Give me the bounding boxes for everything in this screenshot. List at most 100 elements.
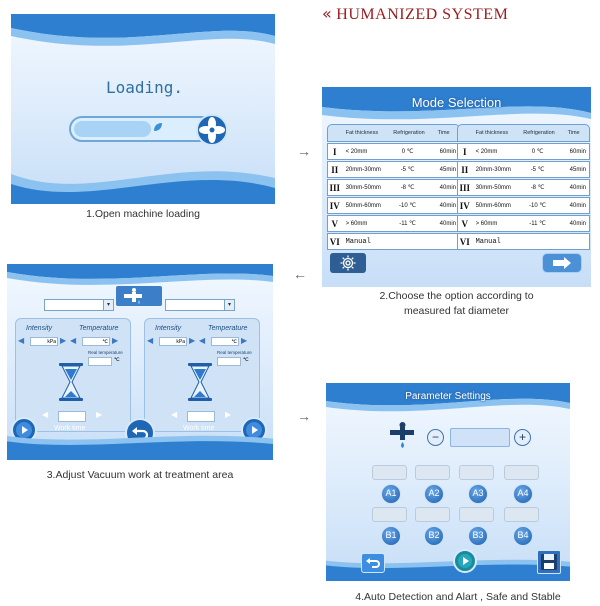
chevron-icon: « (322, 4, 333, 23)
header-time: Time (437, 130, 450, 136)
table-header: Fat thickness Refrigeration Time (327, 124, 460, 142)
refrigeration: -5 ℃ (400, 167, 415, 173)
time: 40min (439, 184, 456, 191)
intensity-value: kPa (159, 337, 187, 346)
intensity-increase[interactable]: ▶ (60, 336, 67, 345)
b4-button[interactable]: B4 (513, 526, 533, 546)
b2-button[interactable]: B2 (424, 526, 444, 546)
back-button[interactable] (361, 553, 385, 573)
intensity-value: kPa (30, 337, 58, 346)
thickness: 30mm-50mm (345, 184, 381, 191)
roman-label: IV (329, 200, 340, 211)
gear-icon (340, 255, 356, 271)
time: 40min (569, 202, 586, 209)
save-button[interactable] (537, 550, 561, 574)
table-header: Fat thickness Refrigeration Time (457, 124, 590, 142)
chevron-down-icon: ▾ (224, 300, 234, 310)
temperature-label: Temperature (208, 325, 248, 332)
bottom-wave (11, 171, 275, 204)
celsius-unit: ℃ (243, 357, 249, 363)
mode-selection-title: Mode Selection (411, 95, 502, 110)
faucet-button[interactable] (116, 286, 162, 306)
roman-label: III (329, 182, 341, 193)
temperature-increase[interactable]: ▶ (241, 336, 248, 345)
top-wave (322, 87, 591, 120)
temperature-decrease[interactable]: ◀ (70, 336, 77, 345)
thickness: < 20mm (345, 148, 368, 155)
plus-button[interactable]: + (514, 429, 531, 446)
bottom-wave (326, 559, 570, 581)
refrigeration: -11 ℃ (399, 221, 416, 227)
refrigeration: -11 ℃ (529, 221, 546, 227)
celsius-unit: ℃ (231, 339, 237, 345)
settings-button[interactable] (330, 253, 366, 273)
roman-label: I (463, 146, 467, 157)
worktime-decrease[interactable]: ◀ (171, 410, 178, 419)
fan-button[interactable] (196, 114, 228, 146)
a3-button[interactable]: A3 (468, 484, 488, 504)
thickness: < 20mm (475, 148, 498, 155)
thickness: 20mm-30mm (475, 166, 511, 173)
a1-button[interactable]: A1 (381, 484, 401, 504)
b3-button[interactable]: B3 (468, 526, 488, 546)
arrow-right-icon: → (297, 143, 311, 159)
right-treatment-panel: Intensity Temperature ◀ kPa ▶ ◀ ℃ ▶ Real… (144, 318, 260, 432)
step2-caption: 2.Choose the option according to measure… (379, 290, 534, 317)
a-slot-1 (372, 465, 407, 480)
parameter-settings-title: Parameter Settings (405, 391, 491, 402)
a-slot-4 (504, 465, 539, 480)
fan-icon (199, 117, 225, 143)
next-button[interactable] (542, 253, 582, 273)
intensity-decrease[interactable]: ◀ (18, 336, 25, 345)
time: 40min (569, 184, 586, 191)
temperature-decrease[interactable]: ◀ (199, 336, 206, 345)
refrigeration: 0 ℃ (531, 149, 544, 155)
worktime-decrease[interactable]: ◀ (42, 410, 49, 419)
a4-button[interactable]: A4 (513, 484, 533, 504)
worktime-increase[interactable]: ▶ (96, 410, 103, 419)
real-temperature-label: Real temperature (88, 350, 123, 355)
refrigeration: 0 ℃ (401, 149, 414, 155)
intensity-label: Intensity (155, 325, 182, 332)
b-slot-2 (415, 507, 450, 522)
temperature-increase[interactable]: ▶ (112, 336, 119, 345)
right-mode-select[interactable]: ▾ (165, 299, 235, 311)
header-fat-thickness: Fat thickness (475, 130, 509, 136)
a2-button[interactable]: A2 (424, 484, 444, 504)
loading-progress-fill (74, 121, 151, 137)
loading-progress-bar (69, 116, 219, 142)
refrigeration: -10 ℃ (529, 203, 547, 209)
loading-screen: Loading. (11, 14, 275, 204)
left-mode-select[interactable]: ▾ (44, 299, 114, 311)
save-icon (541, 554, 557, 570)
time: 45min (439, 166, 456, 173)
a-slot-2 (415, 465, 450, 480)
minus-button[interactable]: − (427, 429, 444, 446)
time: 60min (439, 148, 456, 155)
roman-label: V (331, 218, 339, 229)
intensity-decrease[interactable]: ◀ (147, 336, 154, 345)
temperature-value: ℃ (82, 337, 110, 346)
play-icon (16, 422, 32, 438)
intensity-increase[interactable]: ▶ (189, 336, 196, 345)
real-temperature-value (217, 357, 241, 366)
mode-selection-screen: Mode Selection Fat thickness Refrigerati… (322, 87, 591, 287)
worktime-increase[interactable]: ▶ (225, 410, 232, 419)
play-button[interactable] (453, 549, 477, 573)
b1-button[interactable]: B1 (381, 526, 401, 546)
time: 45min (569, 166, 586, 173)
refrigeration: -8 ℃ (530, 185, 545, 191)
arrow-left-icon: ← (293, 266, 307, 282)
